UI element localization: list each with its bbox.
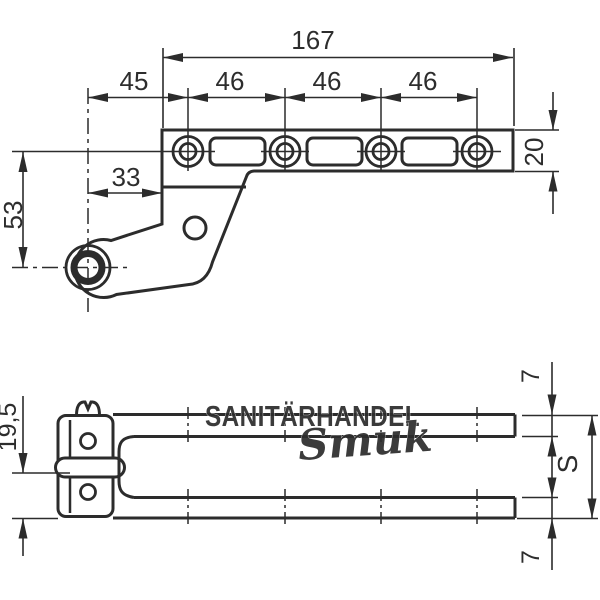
dim-7-upper-label: 7 <box>517 369 545 383</box>
dim-19-5-label: 19,5 <box>0 403 22 452</box>
hinge-arm-outline <box>73 128 515 300</box>
slot-3 <box>400 136 459 167</box>
pin-barrel-band <box>54 456 126 479</box>
dim-19-5 <box>12 396 70 556</box>
watermark-caps: SANITÄRHANDEL <box>205 400 420 432</box>
lower-arm <box>113 496 517 520</box>
dim-45-label: 45 <box>120 66 149 96</box>
knuckle-hole-lower <box>79 483 97 501</box>
dim-46-label-2: 46 <box>313 66 342 96</box>
dim-46-label-3: 46 <box>409 66 438 96</box>
dim-33 <box>88 188 162 198</box>
dim-extensions-right <box>517 414 598 520</box>
dim-53 <box>18 152 28 267</box>
upper-arm <box>113 413 517 438</box>
side-view: 19,5 7 7 S <box>0 362 598 570</box>
knuckle-hole-upper <box>79 432 97 450</box>
dim-167 <box>162 48 515 128</box>
pin-cap <box>75 400 101 416</box>
front-view: 167 45 46 46 46 33 53 20 <box>0 25 559 312</box>
dim-20-label: 20 <box>519 138 549 167</box>
dim-S <box>587 415 597 519</box>
center-lines-side <box>187 407 478 526</box>
dim-53-label: 53 <box>0 201 28 230</box>
dim-S-label: S <box>552 455 583 474</box>
dim-7-line <box>547 362 557 570</box>
arm-small-hole <box>182 215 208 241</box>
fork-web <box>117 435 135 499</box>
dim-33-label: 33 <box>112 162 141 192</box>
slot-2 <box>305 136 364 167</box>
dim-chain-45-46 <box>88 93 477 102</box>
dim-20 <box>515 92 559 214</box>
slot-1 <box>208 136 267 167</box>
watermark-script: Smuk <box>296 412 434 470</box>
dim-7-lower-label: 7 <box>517 550 545 564</box>
watermark: SANITÄRHANDEL Smuk <box>205 400 434 471</box>
dim-167-label: 167 <box>291 25 334 55</box>
dim-46-label-1: 46 <box>216 66 245 96</box>
center-lines-front <box>12 88 501 312</box>
